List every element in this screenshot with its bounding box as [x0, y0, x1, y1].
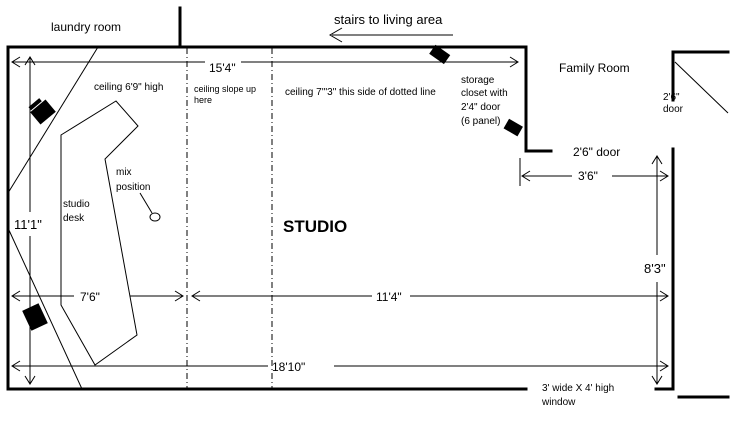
mix-position-marker — [149, 212, 161, 222]
laundry-room-label: laundry room — [51, 20, 121, 34]
desk-label-2: desk — [63, 213, 85, 224]
mix-position-pointer — [139, 192, 153, 214]
storage-label-4: (6 panel) — [461, 116, 500, 127]
stairs-label: stairs to living area — [334, 12, 443, 27]
side-door-swing — [674, 61, 729, 114]
studio-desk — [60, 100, 139, 366]
dim-top-width-label: 15'4" — [209, 61, 236, 75]
dim-total-width-label: 18'10" — [272, 360, 305, 374]
dim-door-offset-label: 3'6" — [578, 169, 598, 183]
mix-position-label-1: mix — [116, 167, 132, 178]
dim-left-section-label: 7'6" — [80, 290, 100, 304]
side-door-label-1: 2'6" — [663, 92, 680, 103]
dim-sections — [11, 290, 669, 302]
dim-right-height — [651, 155, 663, 385]
top-wall — [6, 45, 553, 153]
storage-label-3: 2'4" door — [461, 102, 501, 113]
family-room-label: Family Room — [559, 61, 630, 75]
dim-right-height-label: 8'3" — [644, 261, 666, 276]
family-door-label: 2'6" door — [573, 145, 620, 159]
family-room-wall — [671, 50, 730, 102]
mix-position-label-2: position — [116, 182, 150, 193]
window-label-1: 3' wide X 4' high — [542, 383, 614, 394]
monitor-line-bottom — [7, 227, 83, 390]
storage-label-1: storage — [461, 75, 495, 86]
dim-left-height — [24, 56, 36, 385]
side-door-label-2: door — [663, 104, 684, 115]
dim-total-width — [11, 360, 669, 372]
desk-label-1: studio — [63, 199, 90, 210]
studio-label: STUDIO — [283, 217, 347, 236]
dim-left-height-label: 11'1" — [14, 217, 42, 232]
ceiling-dotted-label: ceiling 7'"3" this side of dotted line — [285, 87, 436, 98]
monitor-line-top — [7, 46, 99, 194]
storage-label-2: closet with — [461, 88, 508, 99]
speaker-icon-storage-top — [429, 44, 451, 65]
speaker-icon-storage-bottom — [503, 118, 523, 137]
dim-right-section-label: 11'4" — [376, 290, 402, 304]
dim-top-width — [11, 56, 519, 68]
dim-door-offset — [519, 158, 669, 186]
window-label-2: window — [541, 397, 576, 408]
speaker-icon-bottom-left — [22, 303, 48, 331]
speaker-icon-top-left — [28, 98, 56, 125]
ceiling-high-label: ceiling 6'9" high — [94, 82, 163, 93]
stairs-arrow-icon — [329, 27, 453, 43]
ceiling-slope-label: ceiling slope up — [194, 84, 256, 94]
walls — [6, 6, 730, 399]
ceiling-slope-label-2: here — [194, 95, 212, 105]
